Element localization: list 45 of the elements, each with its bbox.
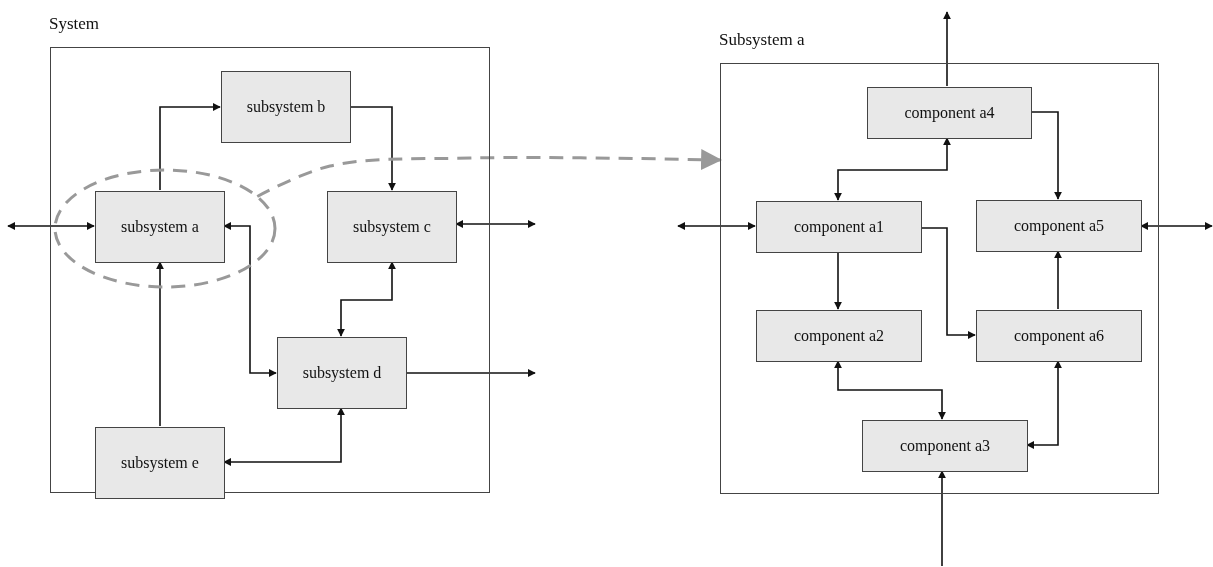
arrow: [405, 369, 536, 377]
arrow: [223, 222, 277, 377]
arrow: [349, 106, 396, 191]
box-label: component a3: [899, 437, 991, 455]
arrow: [159, 103, 221, 191]
box-label: subsystem b: [246, 98, 326, 116]
box-label: subsystem d: [302, 364, 382, 382]
arrow: [455, 220, 536, 228]
arrow: [834, 360, 946, 420]
process-box: [221, 71, 351, 143]
arrow: [156, 261, 164, 427]
arrow: [1140, 222, 1213, 230]
process-box: [327, 191, 457, 263]
process-box: [756, 201, 922, 253]
box-label: subsystem e: [121, 454, 199, 472]
box-label: component a6: [1013, 327, 1105, 345]
process-box: [976, 200, 1142, 252]
process-box: [756, 310, 922, 362]
arrow: [1026, 360, 1062, 449]
process-box: [277, 337, 407, 409]
arrow: [677, 222, 756, 230]
box-heading: System: [49, 14, 100, 34]
process-box: [867, 87, 1032, 139]
arrow: [223, 407, 345, 466]
arrow: [337, 261, 396, 337]
process-box: [95, 427, 225, 499]
box-label: component a5: [1013, 217, 1105, 235]
process-box: [95, 191, 225, 263]
box-label: component a1: [793, 218, 885, 236]
arrow: [1030, 111, 1062, 200]
box-label: component a4: [904, 104, 995, 122]
box-heading: Subsystem a: [719, 30, 805, 50]
arrow: [834, 251, 842, 310]
arrow: [920, 227, 976, 339]
arrow: [834, 137, 951, 201]
process-box: [976, 310, 1142, 362]
arrow: [1054, 250, 1062, 310]
process-box: [862, 420, 1028, 472]
dashed-arrow: [256, 149, 723, 198]
arrow: [943, 11, 951, 87]
box-label: subsystem a: [121, 218, 199, 236]
box-label: subsystem c: [353, 218, 431, 236]
arrow: [7, 222, 95, 230]
box-label: component a2: [793, 327, 885, 345]
arrow: [938, 470, 946, 567]
